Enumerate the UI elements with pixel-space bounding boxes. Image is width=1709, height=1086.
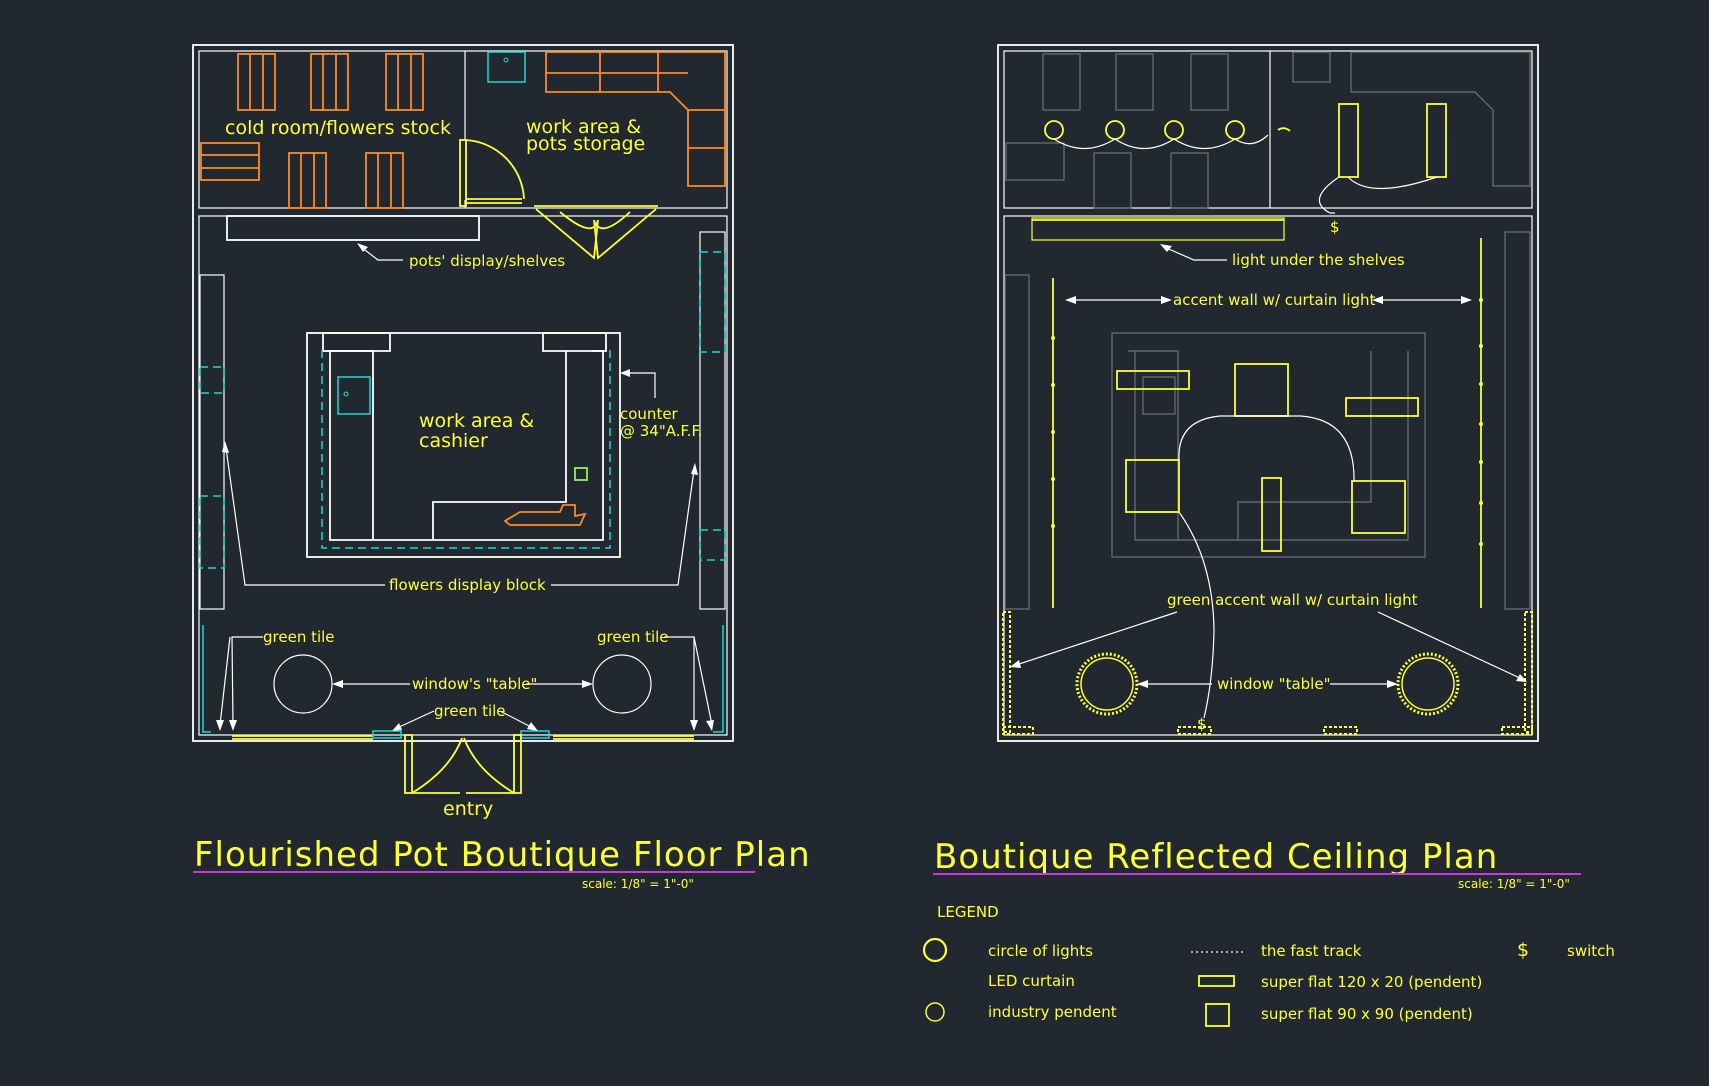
flowers-block-label: flowers display block — [389, 576, 546, 594]
super-flat-90-symbol — [1205, 1003, 1230, 1027]
cashier-label: cashier — [419, 430, 488, 452]
switch-legend-symbol: $ — [1517, 939, 1529, 961]
ceiling-plan-scale: scale: 1/8" = 1"-0" — [1458, 877, 1570, 891]
super-flat-120-symbol — [1198, 975, 1235, 987]
flat-pendents — [1116, 363, 1419, 719]
ceiling-plan-underlay — [1004, 51, 1531, 610]
window-table-label: window's "table" — [412, 675, 537, 693]
left-display-wall — [199, 274, 225, 610]
light-shelves-label: light under the shelves — [1232, 251, 1405, 269]
floor-plan: cold room/flowers stock work area & pots… — [192, 44, 811, 891]
legend: LEGEND circle of lights LED curtain indu… — [922, 903, 1615, 1027]
legend-fast-track: the fast track — [1261, 942, 1362, 960]
right-display-wall — [699, 231, 726, 610]
ceiling-plan-outer-wall — [997, 44, 1539, 742]
storage-door — [459, 139, 525, 207]
floor-plan-scale: scale: 1/8" = 1"-0" — [582, 877, 694, 891]
legend-circle-lights: circle of lights — [988, 942, 1093, 960]
sales-floor-wall — [198, 215, 728, 736]
floor-plan-leaders — [216, 243, 714, 731]
ceiling-plan: $ $ — [933, 44, 1581, 891]
cold-room-shelving — [200, 53, 424, 209]
pots-display-label: pots' display/shelves — [409, 252, 565, 270]
cashier-counter — [306, 332, 621, 558]
entry-door — [404, 734, 522, 794]
switch-symbol-2: $ — [1197, 715, 1207, 733]
entry-label: entry — [443, 798, 493, 820]
pots-display-shelf — [226, 215, 480, 241]
counter-height-label: @ 34"A.F.F. — [620, 422, 703, 440]
floor-plan-outer-wall — [192, 44, 734, 742]
floor-plan-title: Flourished Pot Boutique Floor Plan — [194, 835, 811, 875]
counter-equipment — [503, 504, 587, 526]
green-tile-center-label: green tile — [434, 702, 506, 720]
industry-pendents — [1044, 120, 1291, 149]
legend-super-flat-90: super flat 90 x 90 (pendent) — [1261, 1005, 1473, 1023]
sink — [487, 51, 526, 83]
pots-storage-shelving — [487, 51, 726, 187]
legend-led-curtain: LED curtain — [988, 972, 1075, 990]
accent-wall-label: accent wall w/ curtain light — [1173, 291, 1376, 309]
plant-icon — [574, 467, 588, 481]
led-curtain-green-wall — [1002, 611, 1533, 735]
work-area-label: work area & — [526, 116, 641, 138]
shelf-light — [1031, 217, 1285, 241]
legend-switch: switch — [1567, 942, 1615, 960]
register — [337, 376, 371, 415]
switch-symbol — [1277, 127, 1291, 132]
counter-label: counter — [620, 405, 679, 423]
back-rooms-wall — [198, 50, 728, 209]
switch-symbol-1: $ — [1330, 218, 1340, 236]
double-door — [534, 205, 658, 260]
window-table-label-2: window "table" — [1217, 675, 1330, 693]
green-tile-left-label: green tile — [263, 628, 335, 646]
pots-storage-label: pots storage — [526, 133, 645, 155]
accent-curtain-lights — [1051, 238, 1483, 608]
ceiling-plan-title: Boutique Reflected Ceiling Plan — [934, 837, 1498, 877]
cashier-area-label: work area & — [419, 410, 534, 432]
green-accent-label: green accent wall w/ curtain light — [1167, 591, 1418, 609]
industry-pendent-symbol — [925, 1002, 945, 1022]
legend-super-flat-120: super flat 120 x 20 (pendent) — [1261, 973, 1482, 991]
green-tile-right-label: green tile — [597, 628, 669, 646]
cold-room-label: cold room/flowers stock — [225, 117, 451, 139]
window-table-right — [592, 654, 652, 714]
circle-of-lights-symbol — [922, 937, 948, 963]
window-table-left — [273, 654, 333, 714]
legend-industry-pendent: industry pendent — [988, 1003, 1117, 1021]
legend-title: LEGEND — [937, 903, 999, 921]
ceiling-plan-leaders — [1010, 244, 1527, 688]
